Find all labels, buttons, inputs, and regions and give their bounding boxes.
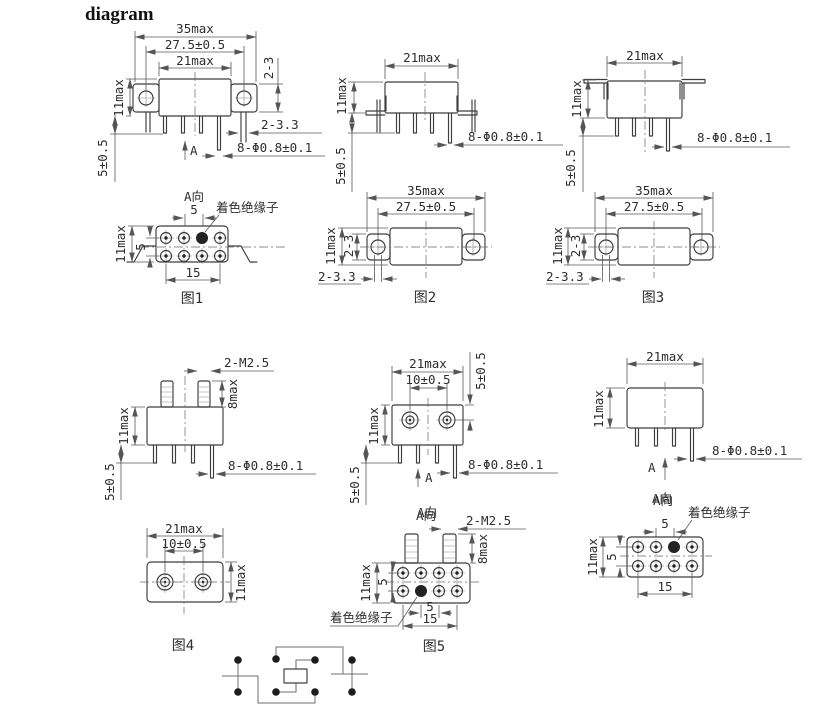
fig1-a-view-label: A向 (184, 189, 204, 204)
fig1-dim-5-pitch: 5 (190, 202, 198, 217)
fig5-body-outline (391, 404, 464, 446)
fig2-caption: 图2 (414, 290, 436, 306)
figure2-bottom-view: 35max 27.5±0.5 11max 2-3 2-3.3 图2 (318, 183, 492, 306)
fig1-pinview-body (155, 225, 229, 263)
fig2-dim-11max-side: 11max (334, 77, 349, 115)
fig6-dim-5-pitch: 5 (661, 516, 669, 531)
fig5-dim-10-05-side: 10±0.5 (405, 372, 450, 387)
fig3-dim-2-3: 2-3 (568, 235, 583, 258)
fig5-insulator-label: 着色绝缘子 (330, 610, 393, 625)
fig4-dim-8max: 8max (225, 378, 240, 409)
figure5-pin-view: A向 2-M2.5 8max (330, 508, 526, 655)
fig4-dim-11max-bottom: 11max (233, 564, 248, 602)
figure4-side-view: 2-M2.5 8max 11max 5±0.5 8-Φ0.8±0.1 (102, 355, 316, 501)
fig2-dim-5-05-side: 5±0.5 (333, 147, 348, 185)
fig4-dim-11max-side: 11max (116, 407, 131, 445)
fig5-dim-5-pitch: 5 (426, 599, 434, 614)
fig1-dim-11max-pinview: 11max (113, 225, 128, 263)
fig1-dim-5-row: 5 (133, 243, 148, 251)
fig5-a-view-label: A向 (416, 508, 436, 523)
fig1-dim-2-33: 2-3.3 (261, 117, 299, 132)
fig1-dim-8phi: 8-Φ0.8±0.1 (237, 140, 312, 155)
fig1-dim-21max: 21max (176, 53, 214, 68)
fig1-dim-5-05-side: 5±0.5 (95, 139, 110, 177)
fig5-dim-11max-pinview: 11max (358, 564, 373, 602)
fig1-dim-11max-side: 11max (111, 79, 126, 117)
fig5-pinview-body (391, 562, 471, 604)
fig5-dim-21max-side: 21max (409, 356, 447, 371)
figure3-bottom-view: 35max 27.5±0.5 11max 2-3 2-3.3 图3 (546, 183, 720, 306)
circuit-schematic (222, 646, 368, 704)
fig4-dim-21max-bottom: 21max (165, 521, 203, 536)
page-title: diagram (85, 4, 154, 25)
fig3-dim-11max-side: 11max (569, 80, 584, 118)
fig6-dim-21max: 21max (646, 349, 684, 364)
fig5-caption: 图5 (423, 639, 445, 655)
fig6-view-arrow-a: A (648, 460, 656, 475)
fig6-dim-11max-side: 11max (591, 390, 606, 428)
fig2-dim-2-33: 2-3.3 (318, 269, 356, 284)
fig1-dim-27-5: 27.5±0.5 (165, 37, 225, 52)
fig3-dim-11max-bottom: 11max (550, 227, 565, 265)
fig6-dim-8phi: 8-Φ0.8±0.1 (712, 443, 787, 458)
fig6-dim-5-row: 5 (604, 553, 619, 561)
fig5-dim-11max-side: 11max (366, 407, 381, 445)
fig4-dim-8phi: 8-Φ0.8±0.1 (228, 458, 303, 473)
relay-coil-symbol (283, 668, 308, 684)
fig1-insulator-label: 着色绝缘子 (216, 200, 279, 215)
fig3-dim-21max: 21max (626, 48, 664, 63)
fig4-dim-10-05-bottom: 10±0.5 (161, 536, 206, 551)
fig6-a-view-pointer: A向 (652, 491, 672, 506)
fig2-dim-35max: 35max (407, 183, 445, 198)
fig3-dim-8phi: 8-Φ0.8±0.1 (697, 130, 772, 145)
fig6-dim-11max-pinview: 11max (585, 538, 600, 576)
figure5-side-view: 5±0.5 21max 10±0.5 11max 5±0.5 A 8-Φ0.8±… (347, 352, 558, 520)
figure3-side-view: 21max 11max 5±0.5 8-Φ0.8±0.1 (563, 48, 790, 192)
fig1-dim-2-3: 2-3 (261, 57, 276, 80)
fig5-dim-8max: 8max (475, 533, 490, 564)
fig5-dim-8phi: 8-Φ0.8±0.1 (468, 457, 543, 472)
schematic-terminal-dots (234, 655, 356, 696)
fig4-dim-2m25: 2-M2.5 (224, 355, 269, 370)
fig4-caption: 图4 (172, 638, 194, 654)
fig1-colored-insulator-pin (196, 232, 208, 244)
fig2-dim-21max: 21max (403, 50, 441, 65)
figure6-side-view: 21max 11max 8-Φ0.8±0.1 A A向 (591, 349, 802, 506)
fig1-dim-35max: 35max (176, 21, 214, 36)
fig6-a-view-label: A向 (653, 493, 673, 508)
fig3-dim-35max: 35max (635, 183, 673, 198)
fig3-dim-5-05-side: 5±0.5 (563, 149, 578, 187)
fig5-dim-2m25: 2-M2.5 (466, 513, 511, 528)
figure1-pin-view: A向 5 着色绝缘子 (113, 189, 285, 307)
fig3-caption: 图3 (642, 290, 664, 306)
fig6-pinview-body (626, 536, 704, 578)
fig3-dim-27-5: 27.5±0.5 (624, 199, 684, 214)
fig2-dim-8phi: 8-Φ0.8±0.1 (468, 129, 543, 144)
fig5-dim-15: 15 (422, 611, 437, 626)
fig5-a-view-pointer: A向 (417, 505, 437, 520)
figure4-bottom-view: 21max 10±0.5 11max 图4 (140, 521, 248, 654)
fig5-dim-5-row: 5 (375, 578, 390, 586)
fig2-dim-11max-bottom: 11max (323, 227, 338, 265)
fig1-caption: 图1 (181, 291, 203, 307)
fig3-dim-2-33: 2-3.3 (546, 269, 584, 284)
fig2-dim-27-5: 27.5±0.5 (396, 199, 456, 214)
fig6-insulator-label: 着色绝缘子 (688, 505, 751, 520)
figure6-pin-view: A向 着色绝缘子 5 11max (585, 493, 751, 598)
fig6-dim-15: 15 (657, 579, 672, 594)
figure1-side-view: 35max 27.5±0.5 21max 2-3 11max 5±0.5 2-3… (95, 21, 325, 182)
fig1-dim-15: 15 (185, 265, 200, 280)
fig2-dim-2-3: 2-3 (341, 235, 356, 258)
fig5-dim-5-05-top: 5±0.5 (473, 352, 488, 390)
figure2-side-view: 21max 11max 5±0.5 8-Φ0.8±0.1 (333, 50, 563, 192)
fig4-dim-5-05-side: 5±0.5 (102, 463, 117, 501)
fig6-colored-insulator-pin (668, 541, 680, 553)
fig1-view-arrow-a: A (190, 143, 198, 158)
fig5-colored-insulator-pin (415, 585, 427, 597)
fig5-dim-5-05-bottom: 5±0.5 (347, 466, 362, 504)
fig5-view-arrow-a: A (425, 470, 433, 485)
fig2-body-outline (384, 81, 459, 114)
fig3-body-outline (606, 80, 683, 119)
